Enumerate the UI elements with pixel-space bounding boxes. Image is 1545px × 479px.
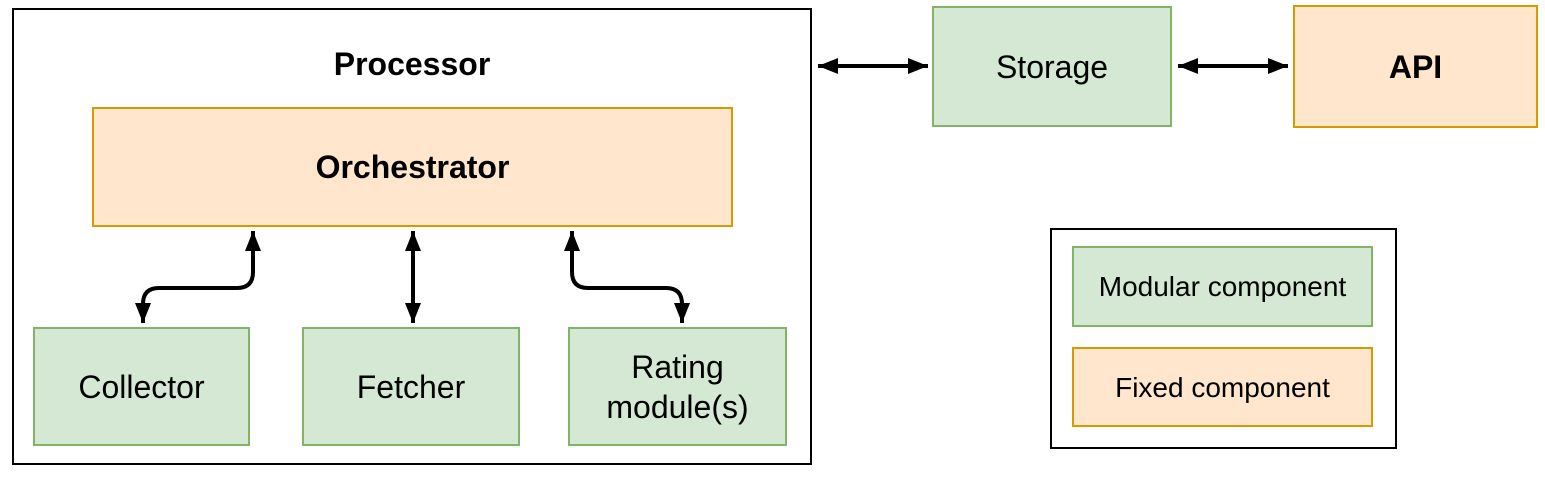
legend-modular-component: Modular component — [1072, 246, 1373, 327]
api-node: API — [1293, 5, 1538, 128]
collector-node: Collector — [33, 327, 250, 446]
orchestrator-node: Orchestrator — [92, 107, 733, 227]
processor-title: Processor — [333, 46, 491, 82]
api-label: API — [1388, 48, 1443, 85]
legend-modular-label: Modular component — [1098, 271, 1347, 302]
storage-node: Storage — [932, 6, 1172, 127]
rating-module-node: Rating module(s) — [568, 327, 787, 446]
fetcher-node: Fetcher — [302, 327, 520, 446]
fetcher-label: Fetcher — [356, 368, 466, 405]
collector-label: Collector — [78, 368, 205, 405]
rating-module-label: Rating module(s) — [606, 348, 749, 425]
legend-fixed-component: Fixed component — [1072, 347, 1373, 427]
storage-label: Storage — [995, 48, 1109, 85]
orchestrator-label: Orchestrator — [315, 149, 510, 185]
legend-fixed-label: Fixed component — [1115, 371, 1330, 403]
